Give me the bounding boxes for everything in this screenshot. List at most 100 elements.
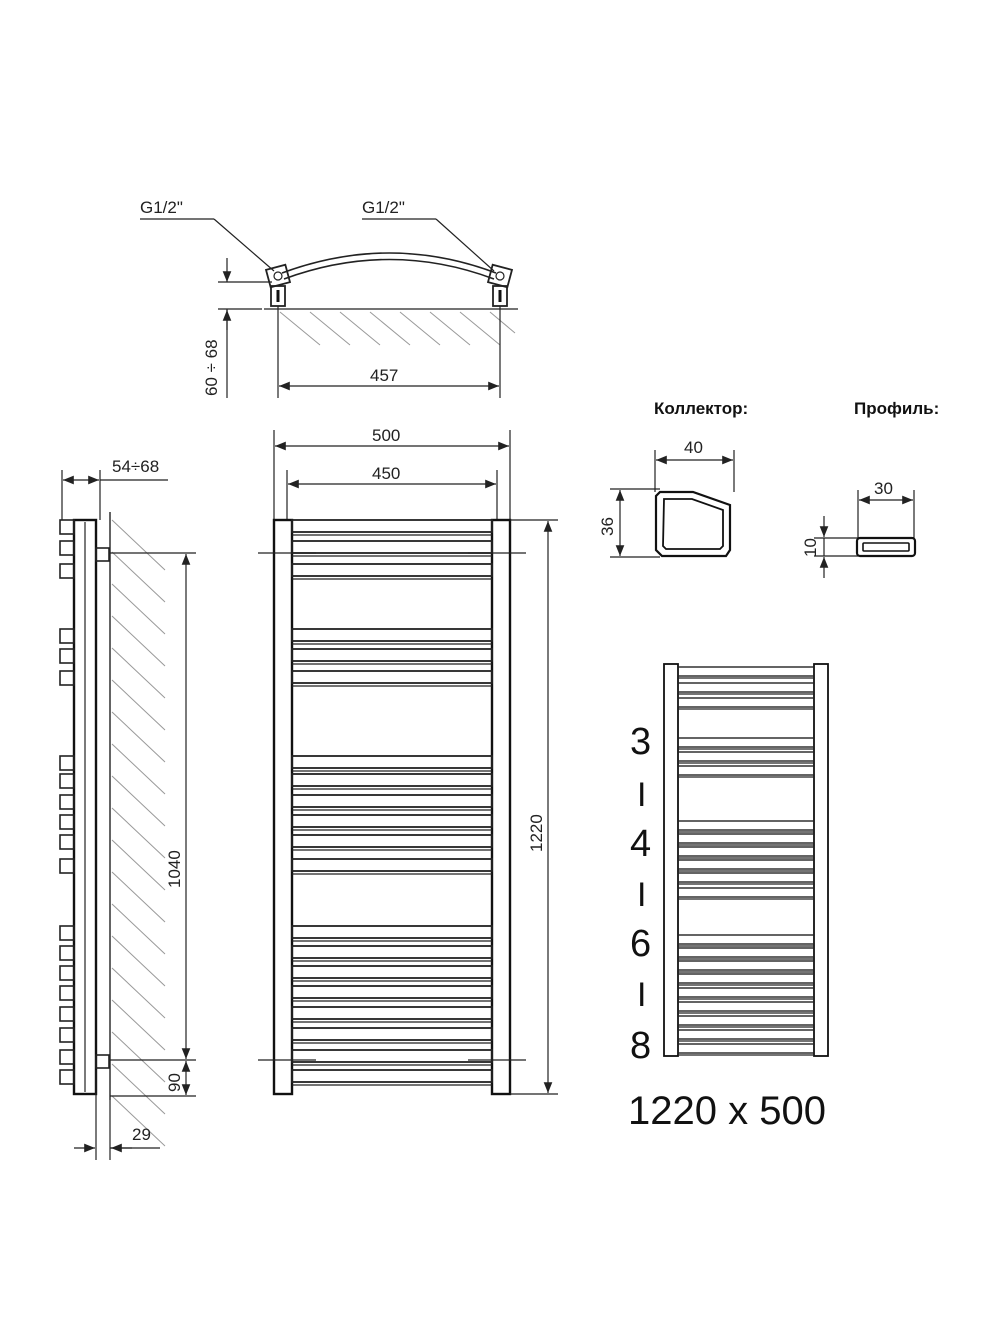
top-view: G1/2" G1/2" 60 ÷ 68 457 — [140, 198, 518, 398]
preview-rung — [677, 1029, 815, 1040]
profile-stub — [59, 540, 75, 556]
hatch-line — [111, 743, 166, 795]
hatch-line — [111, 871, 166, 923]
hatch-line — [111, 1095, 166, 1147]
separator-1: I — [637, 776, 646, 814]
preview-rung — [677, 947, 815, 958]
top-wall-hatch — [264, 308, 518, 346]
preview-rung — [677, 973, 815, 984]
separator-3: I — [637, 976, 646, 1014]
rung — [291, 773, 493, 787]
profile-section: Профиль: 30 10 — [801, 399, 939, 578]
rung — [291, 834, 493, 848]
preview-rung — [677, 1043, 815, 1054]
rung — [291, 563, 493, 577]
sections-preview: 3 I 4 I 6 I 8 1220 x 500 — [628, 663, 829, 1133]
profile-stub — [59, 1049, 75, 1065]
preview-rung — [677, 666, 815, 677]
profile-height-label: 10 — [801, 538, 820, 557]
rung — [291, 1027, 493, 1041]
rung — [291, 945, 493, 959]
rung — [291, 540, 493, 554]
depth-range-label: 54÷68 — [112, 457, 159, 476]
rung — [291, 1006, 493, 1020]
hatch-line — [111, 711, 166, 763]
preview-rung — [677, 846, 815, 857]
collector-height-label: 36 — [598, 517, 617, 536]
rung — [291, 985, 493, 999]
hatch-line — [111, 935, 166, 987]
front-view: 500 450 1220 — [258, 426, 558, 1096]
preview-rung — [677, 872, 815, 883]
collector-title: Коллектор: — [654, 399, 748, 418]
hatch-line — [111, 519, 166, 571]
side-profile-stubs — [59, 519, 75, 1085]
bottom-offset-label: 90 — [165, 1073, 184, 1092]
preview-rung — [677, 751, 815, 762]
rung — [291, 858, 493, 872]
profile-stub — [59, 773, 75, 789]
rung — [291, 628, 493, 642]
profile-stub — [59, 814, 75, 830]
hatch-line — [111, 807, 166, 859]
collector-profile-shape — [654, 490, 732, 558]
profile-stub — [59, 670, 75, 686]
profile-stub — [59, 945, 75, 961]
profile-stub — [59, 563, 75, 579]
bracket-spacing-label: 1040 — [165, 850, 184, 888]
hatch-line — [111, 583, 166, 635]
preview-rungs — [677, 666, 815, 1056]
section-group-3: 3 — [630, 721, 651, 763]
preview-rung — [677, 859, 815, 870]
separator-2: I — [637, 876, 646, 914]
preview-rung — [677, 887, 815, 898]
top-arc — [281, 252, 497, 274]
hatch-line — [111, 903, 166, 955]
overall-width-label: 500 — [372, 426, 400, 445]
preview-rung — [677, 682, 815, 693]
profile-stub — [59, 858, 75, 874]
section-group-8: 8 — [630, 1025, 651, 1067]
hatch-line — [111, 775, 166, 827]
preview-rung — [677, 737, 815, 748]
wall-distance-label: 60 ÷ 68 — [202, 339, 221, 396]
rung — [291, 1069, 493, 1083]
rung — [291, 519, 493, 533]
hatch-line — [111, 999, 166, 1051]
profile-stub — [59, 519, 75, 535]
front-rungs — [291, 519, 493, 1086]
right-valve — [486, 263, 514, 307]
axis-distance-label: 457 — [370, 366, 398, 385]
preview-rung — [677, 697, 815, 708]
preview-rung — [677, 820, 815, 831]
preview-rung — [677, 1015, 815, 1026]
section-group-6: 6 — [630, 923, 651, 965]
preview-rung — [677, 833, 815, 844]
profile-stub — [59, 1069, 75, 1085]
rung — [291, 794, 493, 808]
profile-stub — [59, 985, 75, 1001]
rung — [291, 965, 493, 979]
section-group-4: 4 — [630, 823, 651, 865]
preview-rung — [677, 934, 815, 945]
preview-rung — [677, 1001, 815, 1012]
preview-rung — [677, 960, 815, 971]
connection-left-label: G1/2" — [140, 198, 183, 217]
side-view: 54÷68 1040 90 29 — [59, 457, 196, 1160]
profile-stub — [59, 794, 75, 810]
profile-stub — [59, 648, 75, 664]
hatch-line — [111, 679, 166, 731]
hatch-line — [111, 967, 166, 1019]
profile-title: Профиль: — [854, 399, 939, 418]
axis-width-label: 450 — [372, 464, 400, 483]
collector-width-label: 40 — [684, 438, 703, 457]
profile-stub — [59, 1027, 75, 1043]
rung — [291, 755, 493, 769]
preview-rung — [677, 987, 815, 998]
hatch-line — [111, 615, 166, 667]
profile-stub — [59, 755, 75, 771]
rung — [291, 814, 493, 828]
hatch-line — [111, 839, 166, 891]
connection-right-label: G1/2" — [362, 198, 405, 217]
side-wall-hatch — [111, 519, 166, 1147]
